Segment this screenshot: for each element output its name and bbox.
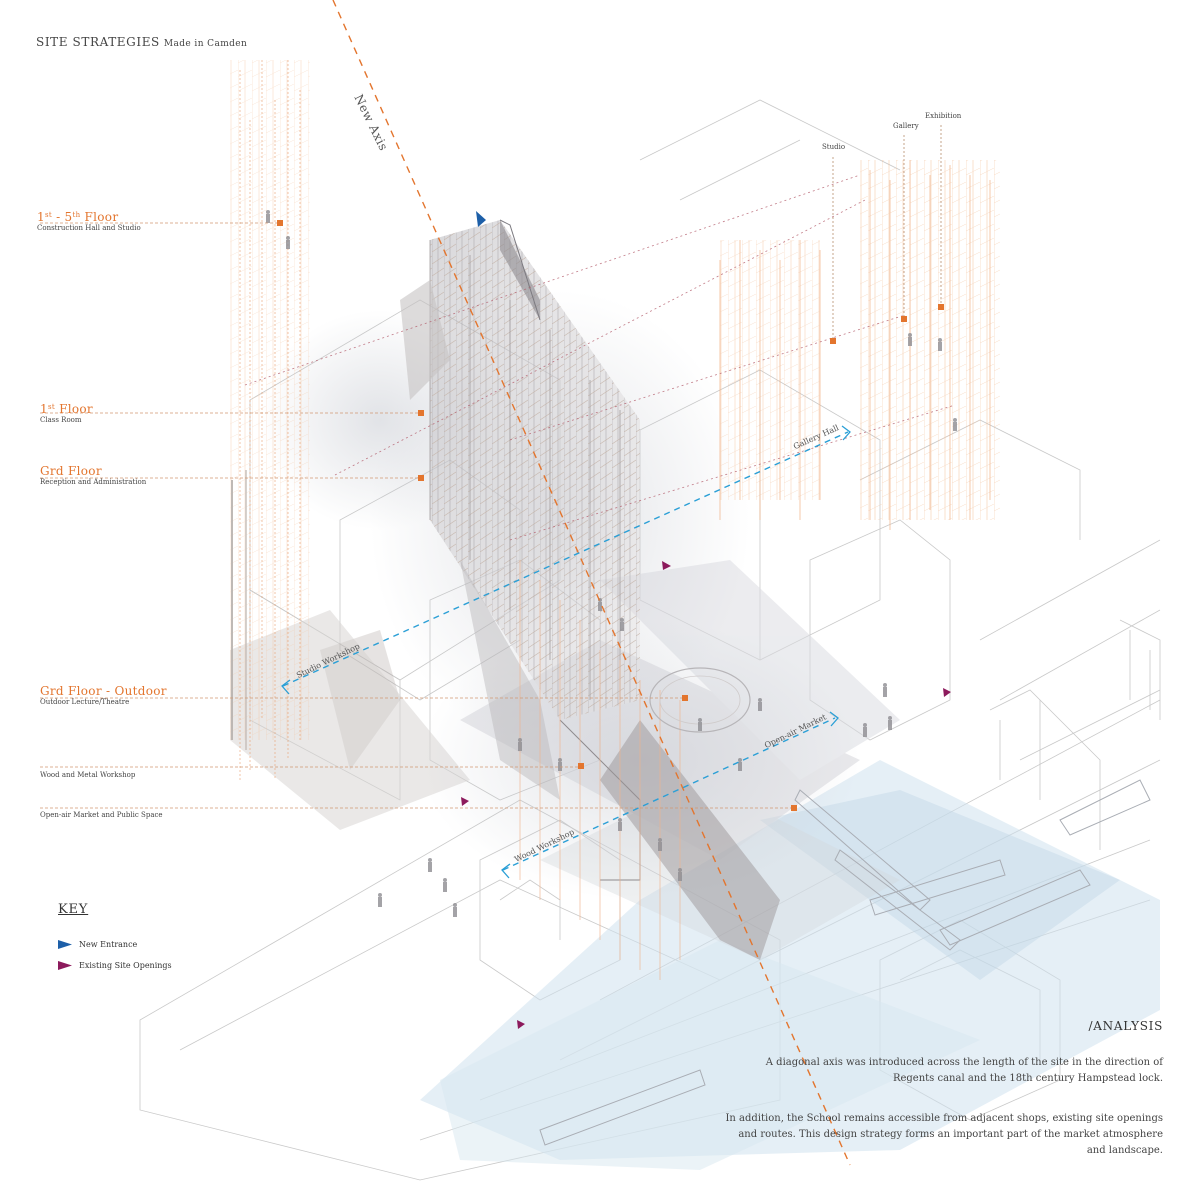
floor-subtitle: Construction Hall and Studio [37, 224, 141, 232]
site-opening-markers [461, 561, 951, 1029]
blue-axes [282, 431, 849, 871]
key-item-existing-openings: Existing Site Openings [58, 961, 172, 970]
central-tower [400, 219, 780, 960]
people [266, 210, 957, 917]
blue-axis-arrowheads [281, 425, 851, 879]
site-opening-icon [58, 961, 72, 970]
floor-title: Grd Floor - Outdoor [40, 684, 167, 698]
level-label-wood-metal-workshop: Wood and Metal Workshop [40, 771, 136, 779]
floor-subtitle: Reception and Administration [40, 478, 147, 486]
canal-water [420, 760, 1160, 1170]
key-item-label: Existing Site Openings [79, 961, 172, 970]
plaza-poles [519, 560, 681, 980]
page-title-main: SITE STRATEGIES [36, 35, 160, 49]
new-entrance-marker [476, 211, 486, 227]
new-axis-line [332, 0, 851, 1166]
timber-frame-left [230, 60, 310, 780]
floor-leader-lines [40, 222, 793, 809]
analysis-paragraph-2: In addition, the School remains accessib… [725, 1113, 1163, 1156]
orange-markers [277, 220, 944, 811]
level-label-open-air-market: Open-air Market and Public Space [40, 811, 163, 819]
floor-title: 1st Floor [40, 402, 93, 416]
analysis-title: /ANALYSIS [1088, 1019, 1163, 1033]
floor-subtitle: Class Room [40, 416, 82, 424]
program-leaders [832, 125, 942, 340]
floor-subtitle: Outdoor Lecture/Theatre [40, 698, 130, 706]
canal-boats [539, 779, 1151, 1146]
key-item-new-entrance: New Entrance [58, 940, 137, 949]
page-title-sub: Made in Camden [163, 39, 248, 49]
new-entrance-icon [58, 940, 72, 949]
analysis-paragraph-1: A diagonal axis was introduced across th… [765, 1057, 1163, 1084]
timber-frame-right [719, 160, 1000, 530]
program-label-gallery: Gallery [893, 122, 919, 130]
key-title: KEY [58, 902, 89, 917]
floor-label-1st: 1st Floor Class Room [40, 401, 93, 425]
projection-lines [244, 174, 956, 541]
floor-title: 1st - 5th Floor [37, 210, 119, 224]
floor-label-grd: Grd Floor Reception and Administration [40, 465, 146, 487]
program-label-exhibition: Exhibition [925, 112, 962, 120]
floor-label-1st-5th: 1st - 5th Floor Construction Hall and St… [37, 209, 141, 233]
floor-title: Grd Floor [40, 464, 102, 478]
floor-label-grd-outdoor: Grd Floor - Outdoor Outdoor Lecture/Thea… [40, 685, 167, 707]
key-item-label: New Entrance [79, 940, 138, 949]
program-label-studio: Studio [822, 143, 846, 151]
outdoor-theatre-ring [649, 667, 751, 733]
